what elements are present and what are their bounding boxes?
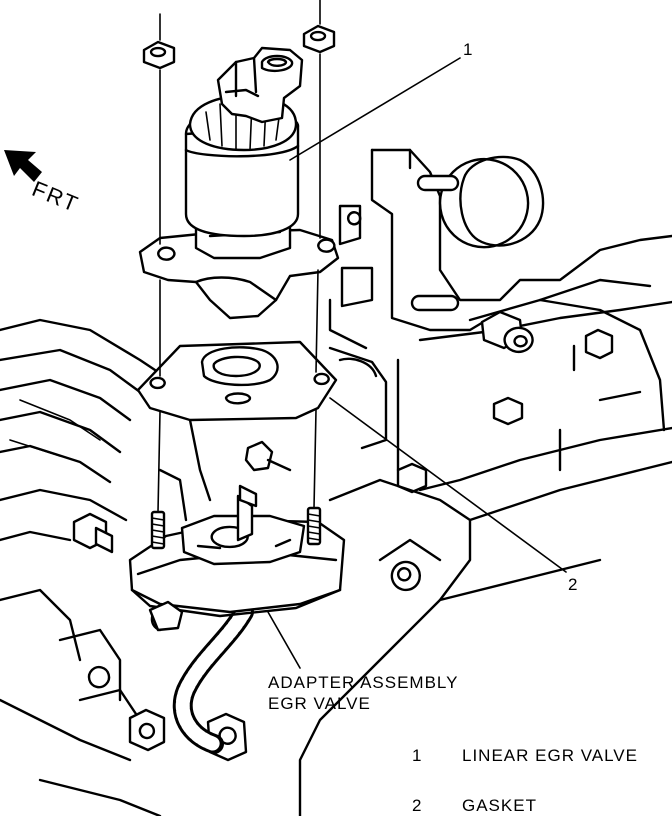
leader-line-adapter [267,611,301,669]
front-arrow-icon [4,150,42,182]
intake-manifold [0,318,248,816]
block-bolt [480,310,534,353]
adapter-stud-right [306,506,322,546]
adapter-stud-left [150,510,166,550]
leader-line-gasket [329,397,567,573]
adapter-label-line1: ADAPTER ASSEMBLY [268,673,459,692]
egr-adapter-assembly [128,440,346,632]
egr-gasket [136,340,338,422]
linear-egr-valve [138,46,340,320]
adapter-assembly-label: ADAPTER ASSEMBLY EGR VALVE [268,672,458,714]
legend-number-1: 1 [412,746,423,765]
engine-block [298,148,672,816]
mounting-nut-left [142,40,176,70]
callout-number-gasket: 2 [568,575,579,594]
adapter-label-line2: EGR VALVE [268,694,371,713]
alignment-lines [157,0,321,513]
legend-name-1: LINEAR EGR VALVE [462,746,638,765]
leader-line-valve [289,57,461,161]
callout-number-valve: 1 [463,40,474,59]
mounting-nut-right [302,24,336,54]
legend-number-2: 2 [412,796,423,815]
legend-name-2: GASKET [462,796,537,815]
